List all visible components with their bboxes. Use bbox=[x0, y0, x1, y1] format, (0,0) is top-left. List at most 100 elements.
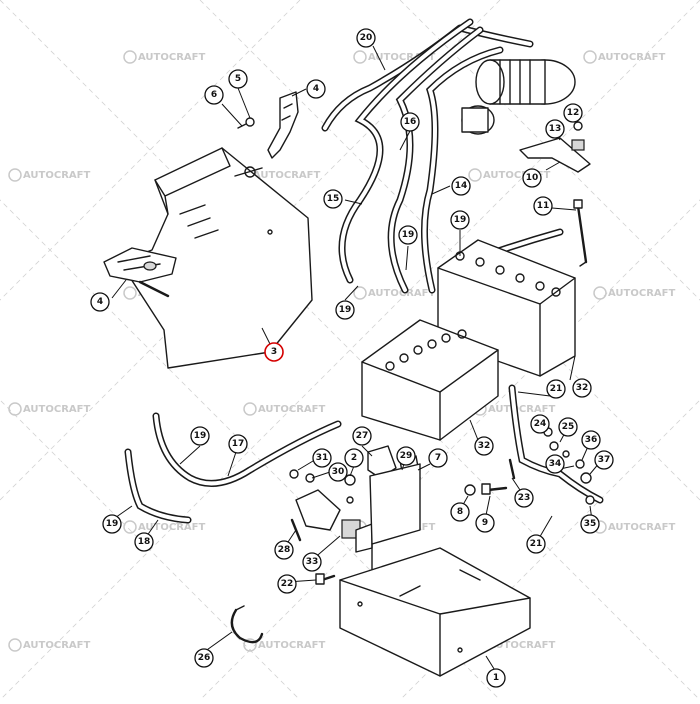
callout-10[interactable]: 10 bbox=[522, 168, 542, 188]
callout-27[interactable]: 27 bbox=[352, 426, 372, 446]
callout-label: 24 bbox=[534, 419, 547, 429]
callout-label: 29 bbox=[400, 451, 413, 461]
callout-19[interactable]: 19 bbox=[335, 300, 355, 320]
callout-23[interactable]: 23 bbox=[514, 488, 534, 508]
callout-4[interactable]: 4 bbox=[90, 292, 110, 312]
callout-label: 28 bbox=[278, 545, 291, 555]
battery-cable-16 bbox=[387, 26, 484, 294]
callout-label: 30 bbox=[332, 467, 345, 477]
callout-label: 4 bbox=[313, 84, 319, 94]
callout-3-highlighted[interactable]: 3 bbox=[264, 342, 284, 362]
callout-22[interactable]: 22 bbox=[277, 574, 297, 594]
callout-label: 8 bbox=[457, 507, 463, 517]
callout-label: 34 bbox=[549, 459, 562, 469]
callout-19[interactable]: 19 bbox=[102, 514, 122, 534]
callout-label: 35 bbox=[584, 519, 597, 529]
battery-cover-panel bbox=[119, 147, 313, 369]
callout-label: 14 bbox=[455, 181, 468, 191]
callout-36[interactable]: 36 bbox=[581, 430, 601, 450]
callout-label: 16 bbox=[404, 117, 417, 127]
callout-18[interactable]: 18 bbox=[134, 532, 154, 552]
callout-label: 11 bbox=[537, 201, 550, 211]
callout-37[interactable]: 37 bbox=[594, 450, 614, 470]
watermark-text: AUTOCRAFT bbox=[253, 170, 320, 181]
watermark-text: AUTOCRAFT bbox=[488, 404, 555, 415]
callout-19[interactable]: 19 bbox=[190, 426, 210, 446]
watermark-text: AUTOCRAFT bbox=[483, 170, 550, 181]
callout-label: 18 bbox=[138, 537, 151, 547]
callout-6[interactable]: 6 bbox=[204, 85, 224, 105]
callout-19[interactable]: 19 bbox=[450, 210, 470, 230]
small-hardware bbox=[289, 427, 595, 585]
callout-label: 27 bbox=[356, 431, 369, 441]
callout-15[interactable]: 15 bbox=[323, 189, 343, 209]
callout-label: 2 bbox=[351, 453, 357, 463]
callout-label: 31 bbox=[316, 453, 329, 463]
callout-29[interactable]: 29 bbox=[396, 446, 416, 466]
callout-11[interactable]: 11 bbox=[533, 196, 553, 216]
callout-28[interactable]: 28 bbox=[274, 540, 294, 560]
callout-8[interactable]: 8 bbox=[450, 502, 470, 522]
callout-label: 21 bbox=[530, 539, 543, 549]
hold-down-bracket-top bbox=[237, 91, 299, 159]
callout-label: 9 bbox=[482, 518, 488, 528]
callout-label: 17 bbox=[232, 439, 245, 449]
callout-label: 22 bbox=[281, 579, 294, 589]
callout-9[interactable]: 9 bbox=[475, 513, 495, 533]
callout-label: 26 bbox=[198, 653, 211, 663]
callout-32[interactable]: 32 bbox=[572, 378, 592, 398]
callout-14[interactable]: 14 bbox=[451, 176, 471, 196]
callout-label: 19 bbox=[402, 230, 415, 240]
callout-17[interactable]: 17 bbox=[228, 434, 248, 454]
callout-balloons: 20 5 6 4 16 12 13 10 15 14 11 19 19 19 4… bbox=[90, 28, 614, 688]
callout-34[interactable]: 34 bbox=[545, 454, 565, 474]
battery-cable-18 bbox=[124, 448, 192, 524]
callout-label: 12 bbox=[567, 108, 580, 118]
callout-24[interactable]: 24 bbox=[530, 414, 550, 434]
callout-4[interactable]: 4 bbox=[306, 79, 326, 99]
callout-label: 19 bbox=[194, 431, 207, 441]
callout-label: 37 bbox=[598, 455, 611, 465]
callout-20[interactable]: 20 bbox=[356, 28, 376, 48]
callout-21[interactable]: 21 bbox=[526, 534, 546, 554]
watermark-text: AUTOCRAFT bbox=[258, 640, 325, 651]
callout-label: 15 bbox=[327, 194, 340, 204]
callout-26[interactable]: 26 bbox=[194, 648, 214, 668]
callout-label: 25 bbox=[562, 422, 575, 432]
battery-cable-15 bbox=[338, 18, 474, 284]
callout-25[interactable]: 25 bbox=[558, 417, 578, 437]
watermark-text: AUTOCRAFT bbox=[368, 288, 435, 299]
callout-30[interactable]: 30 bbox=[328, 462, 348, 482]
watermark-text: AUTOCRAFT bbox=[598, 52, 665, 63]
watermark-text: AUTOCRAFT bbox=[368, 52, 435, 63]
callout-35[interactable]: 35 bbox=[580, 514, 600, 534]
callout-label: 19 bbox=[106, 519, 119, 529]
callout-12[interactable]: 12 bbox=[563, 103, 583, 123]
callout-label: 4 bbox=[97, 297, 103, 307]
callout-label: 36 bbox=[585, 435, 598, 445]
callout-21[interactable]: 21 bbox=[546, 379, 566, 399]
long-bolt bbox=[573, 199, 588, 267]
callout-2[interactable]: 2 bbox=[344, 448, 364, 468]
callout-31[interactable]: 31 bbox=[312, 448, 332, 468]
callout-33[interactable]: 33 bbox=[302, 552, 322, 572]
watermark-text: AUTOCRAFT bbox=[23, 170, 90, 181]
callout-16[interactable]: 16 bbox=[400, 112, 420, 132]
callout-32[interactable]: 32 bbox=[474, 436, 494, 456]
callout-7[interactable]: 7 bbox=[428, 448, 448, 468]
callout-label: 32 bbox=[478, 441, 491, 451]
callout-label: 21 bbox=[550, 384, 563, 394]
callout-label: 19 bbox=[454, 215, 467, 225]
callout-5[interactable]: 5 bbox=[228, 69, 248, 89]
callout-13[interactable]: 13 bbox=[545, 119, 565, 139]
battery-cable-17 bbox=[152, 412, 342, 487]
watermark-text: AUTOCRAFT bbox=[138, 522, 205, 533]
callout-1[interactable]: 1 bbox=[486, 668, 506, 688]
callout-19[interactable]: 19 bbox=[398, 225, 418, 245]
callout-label: 3 bbox=[271, 347, 277, 357]
callout-label: 10 bbox=[526, 173, 539, 183]
callout-label: 1 bbox=[493, 673, 499, 683]
watermark-text: AUTOCRAFT bbox=[258, 404, 325, 415]
